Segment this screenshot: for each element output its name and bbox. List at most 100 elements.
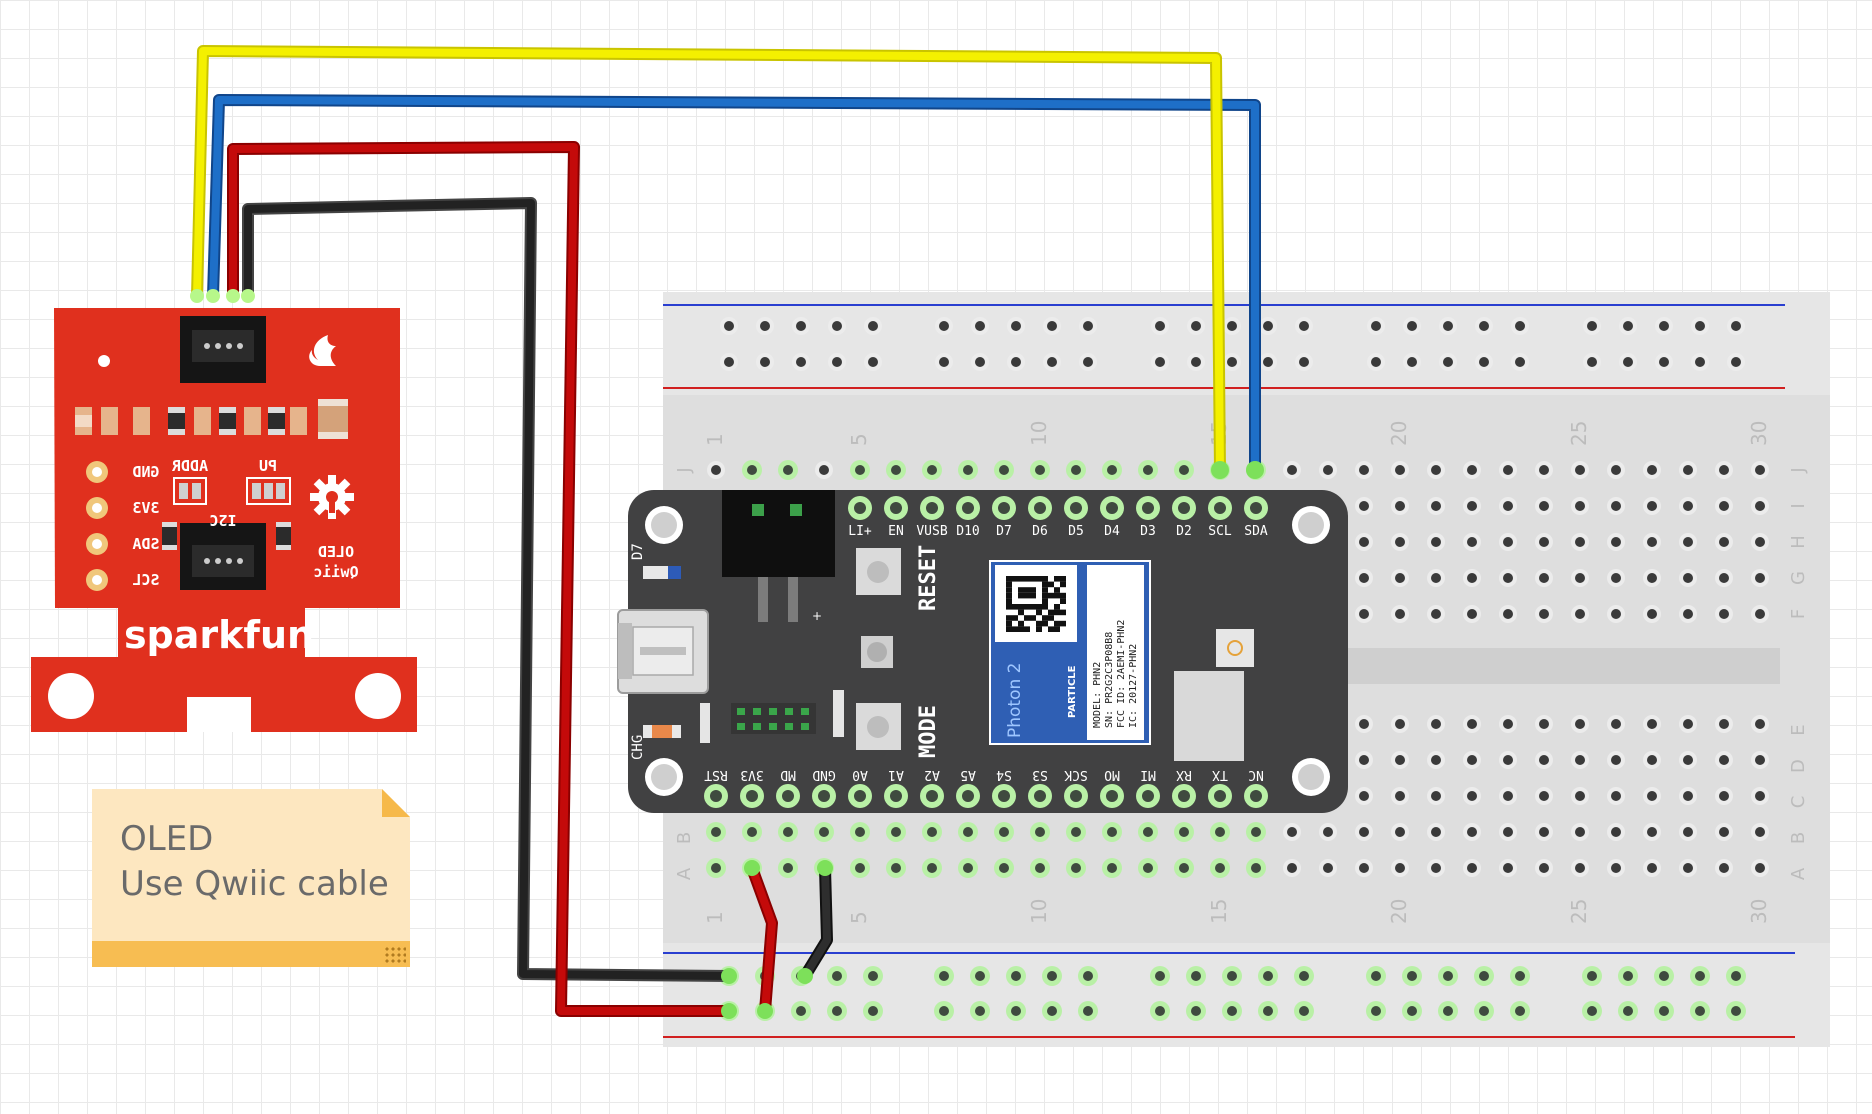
- oled-pin-label-3v3: 3V3: [132, 499, 159, 517]
- battery-connector[interactable]: [722, 490, 835, 622]
- mode-button[interactable]: [856, 703, 901, 750]
- addr-jumper-label: ADDR: [171, 457, 208, 475]
- row-letter: G: [1788, 571, 1809, 585]
- column-number-top: 20: [1387, 421, 1411, 446]
- row-letter: J: [1788, 467, 1809, 473]
- module-qr-code: [1004, 574, 1066, 634]
- column-number-bottom: 30: [1747, 899, 1771, 924]
- breadboard-bottom-rail: [663, 943, 1830, 1047]
- column-number-top: 1: [703, 433, 727, 446]
- column-number-bottom: 15: [1207, 899, 1231, 924]
- qwiic-oled-board: GND 3V3 SDA SCL ADDR PU I2C OLED Qwiic s…: [31, 308, 417, 732]
- oled-pcb-tab: [31, 608, 417, 732]
- module-maker: PARTICLE: [1067, 665, 1078, 718]
- module-info-line4: IC: 20127-PHN2: [1128, 644, 1139, 728]
- column-number-bottom: 10: [1027, 899, 1051, 924]
- row-letter: B: [1788, 832, 1809, 844]
- photon-pin-label: TX: [1212, 767, 1228, 782]
- photon-pin-label: D6: [1032, 524, 1048, 539]
- row-letter: F: [1788, 609, 1809, 619]
- oled-pin-label-gnd: GND: [132, 463, 159, 481]
- row-letter: I: [1788, 503, 1809, 508]
- mode-label: MODE: [916, 705, 941, 758]
- oled-pin-label-sda: SDA: [132, 535, 159, 553]
- note-resize-grip[interactable]: [384, 946, 406, 964]
- oled-side-part-right: [276, 522, 291, 550]
- row-letter: J: [674, 467, 695, 473]
- photon-pin-label: 3V3: [740, 767, 763, 782]
- photon-2-board: + D7 CHG RESET MODE: [617, 490, 1348, 813]
- photon-pin-label: MI: [1140, 767, 1156, 782]
- usb-connector[interactable]: [617, 609, 709, 694]
- photon-module: Photon 2 PARTICLE MODEL: PHN2 SN: PR2G2C…: [989, 560, 1151, 745]
- photon-pins: [704, 496, 1268, 808]
- column-number-bottom: 1: [703, 911, 727, 924]
- photon-pin-label: D5: [1068, 524, 1084, 539]
- note-card[interactable]: OLED Use Qwiic cable: [92, 789, 410, 967]
- note-footer: [92, 941, 410, 967]
- photon-pin-label: D2: [1176, 524, 1192, 539]
- column-number-top: 25: [1567, 421, 1591, 446]
- oled-title-line2: Qwiic: [313, 563, 358, 581]
- oled-passives: [75, 399, 348, 439]
- module-info-line3: FCC ID: 2AEMI-PHN2: [1116, 620, 1127, 728]
- sparkfun-logo-text: sparkfun: [124, 613, 314, 657]
- oled-title-line1: OLED: [318, 543, 354, 561]
- photon-pin-label: RST: [704, 767, 728, 782]
- row-letter: A: [1788, 867, 1809, 880]
- wires: [190, 45, 1264, 1019]
- photon-pin-label: SCK: [1064, 767, 1088, 782]
- photon-pin-label: A5: [960, 767, 976, 782]
- photon-pin-label: SDA: [1244, 524, 1268, 539]
- photon-pin-label: LI+: [848, 524, 872, 539]
- oled-pin-label-scl: SCL: [132, 571, 159, 589]
- column-number-top: 10: [1027, 421, 1051, 446]
- photon-pin-label: A1: [888, 767, 904, 782]
- row-letter: A: [674, 867, 695, 880]
- photon-pin-label: S3: [1032, 767, 1048, 782]
- pu-jumper-label: PU: [259, 457, 277, 475]
- row-letter: C: [1788, 796, 1809, 809]
- addr-jumper[interactable]: [173, 477, 207, 505]
- reset-button[interactable]: [856, 548, 901, 595]
- qwiic-connector-top[interactable]: [180, 316, 266, 383]
- i2c-label: I2C: [209, 511, 236, 529]
- d7-led-label: D7: [630, 543, 646, 560]
- photon-pin-label: A0: [852, 767, 868, 782]
- row-letter: E: [1788, 724, 1809, 735]
- oled-header-pads: [86, 461, 108, 591]
- oled-pcb: [54, 308, 400, 608]
- oled-mount-hole-right: [355, 673, 401, 719]
- svg-text:+: +: [812, 609, 822, 623]
- note-body: [92, 789, 410, 941]
- note-line-1: OLED: [120, 819, 214, 859]
- pu-jumper[interactable]: [246, 477, 291, 505]
- photon-pin-label: NC: [1248, 767, 1264, 782]
- note-text: OLED Use Qwiic cable: [120, 817, 389, 907]
- photon-pin-label: MD: [780, 767, 796, 782]
- photon-pin-label: RX: [1176, 767, 1192, 782]
- photon-pin-label: D4: [1104, 524, 1120, 539]
- photon-pin-label: D3: [1140, 524, 1156, 539]
- oled-mount-hole-left: [48, 673, 94, 719]
- rgb-led: [861, 636, 893, 668]
- qwiic-connector-bottom[interactable]: [180, 523, 266, 590]
- row-letter: D: [1788, 759, 1809, 773]
- oled-fiducial: [98, 355, 110, 367]
- sparkfun-flame-icon: [309, 335, 336, 366]
- column-number-bottom: 25: [1567, 899, 1591, 924]
- photon-pin-label: S4: [996, 767, 1012, 782]
- open-hardware-gear-icon: [310, 475, 354, 519]
- module-info-line2: SN: PR2G2C3P08B8: [1104, 632, 1115, 728]
- oled-side-part-left: [162, 522, 177, 550]
- reset-label: RESET: [916, 545, 941, 611]
- wire-ends: [190, 289, 1264, 1019]
- module-info-line1: MODEL: PHN2: [1092, 662, 1103, 728]
- photon-pin-label: VUSB: [916, 524, 947, 539]
- column-number-bottom: 5: [847, 911, 871, 924]
- oled-mount-slot-arm: [187, 681, 251, 697]
- antenna-connector: [1216, 629, 1254, 667]
- column-number-top: 5: [847, 433, 871, 446]
